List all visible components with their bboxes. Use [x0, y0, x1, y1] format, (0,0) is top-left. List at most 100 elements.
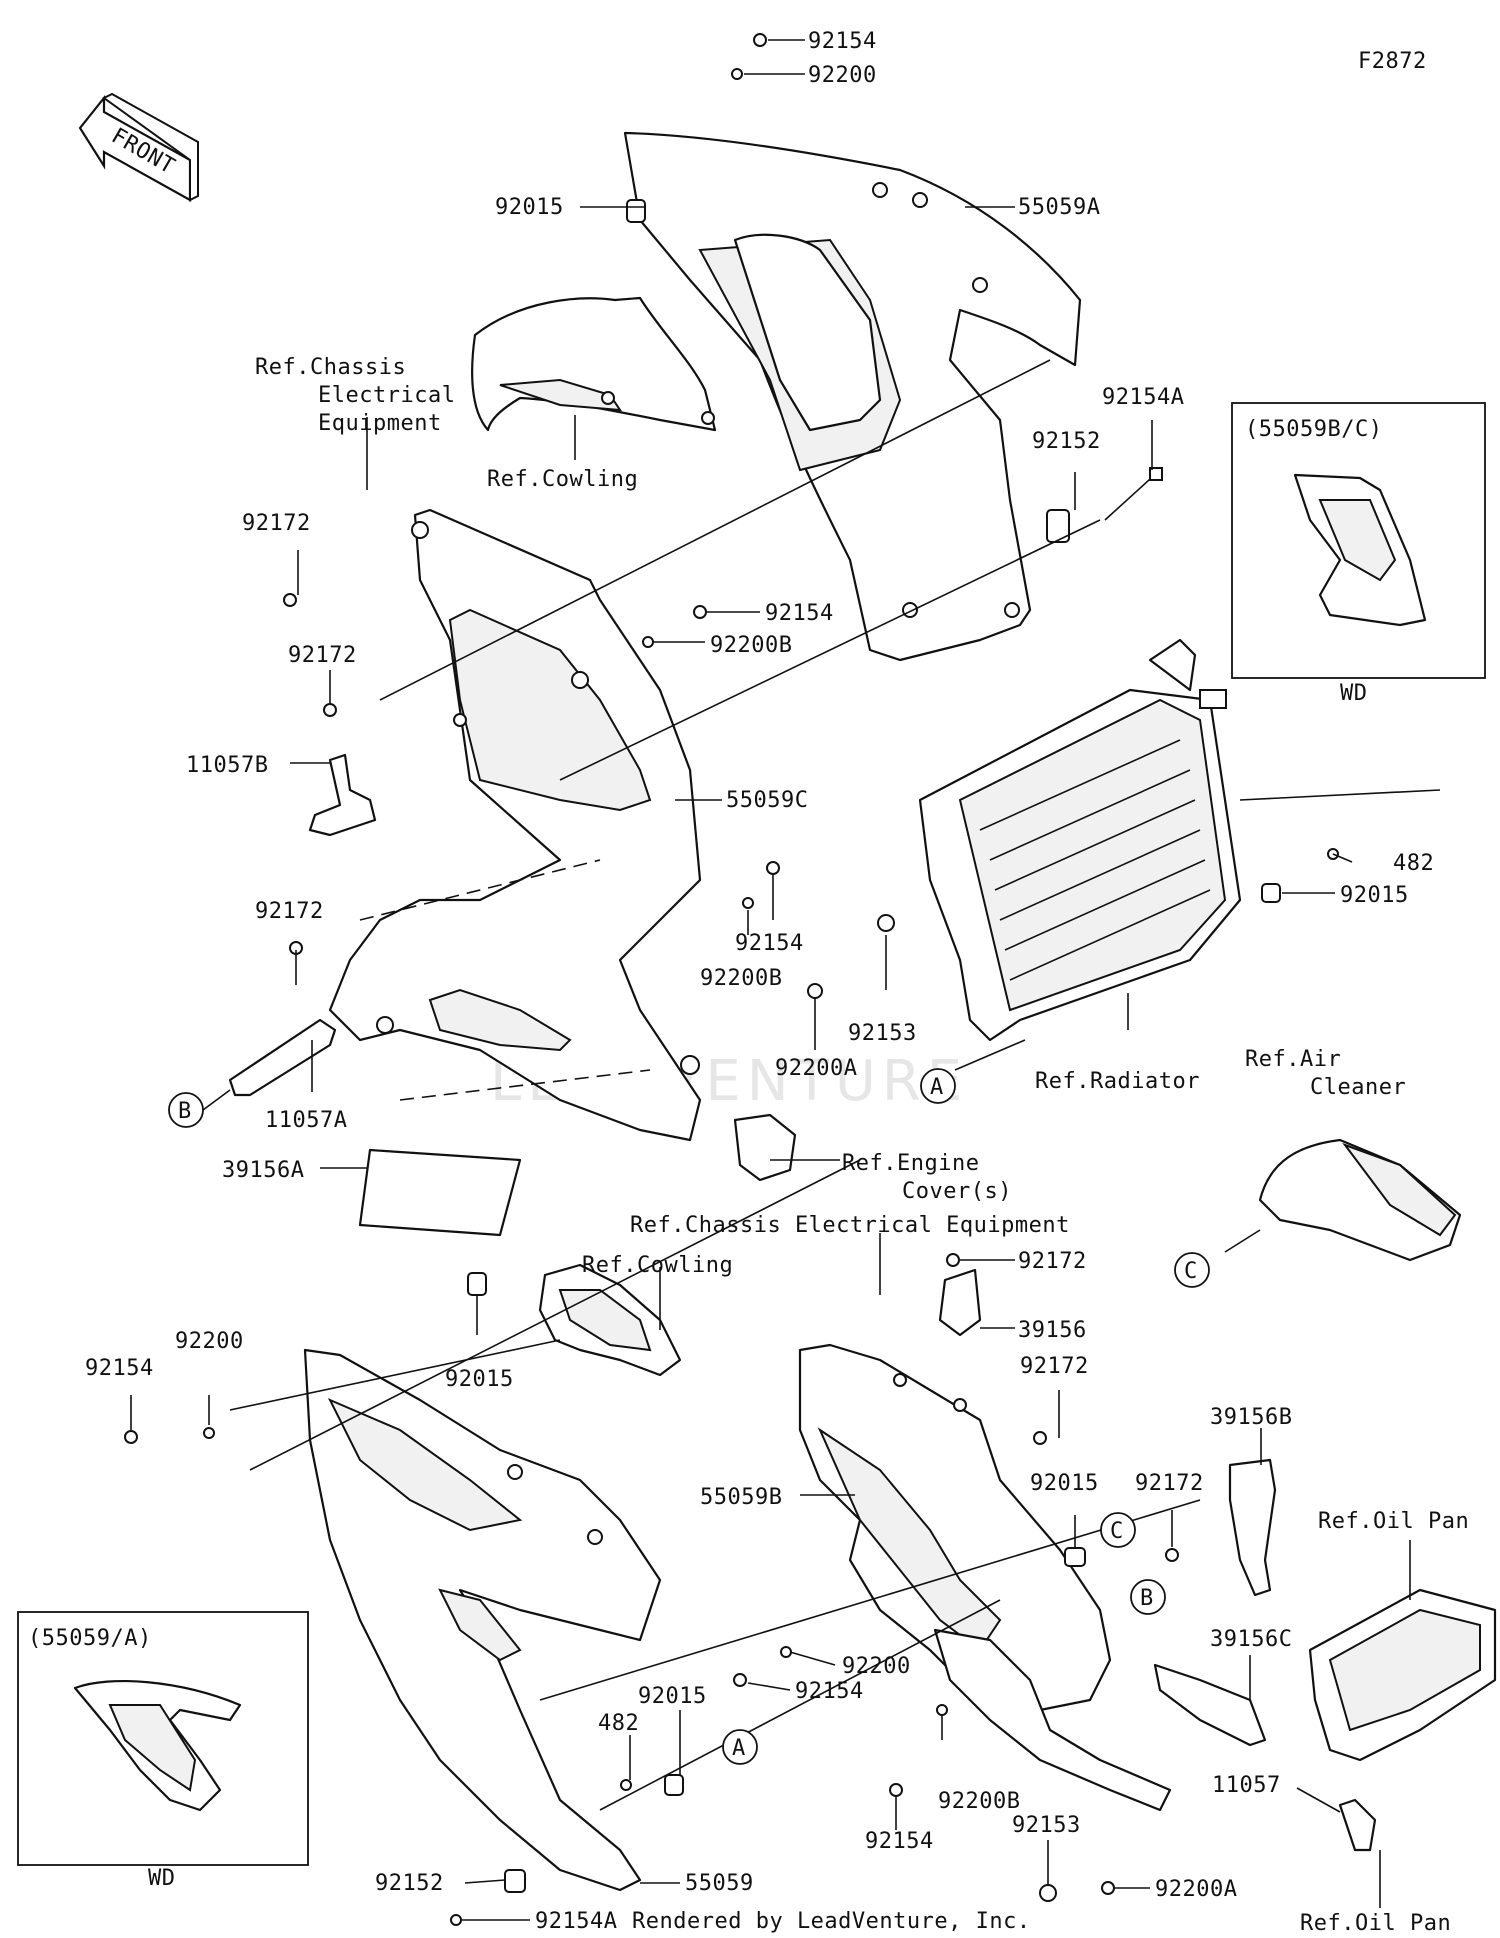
- label-92172-a: 92172: [242, 511, 311, 536]
- engine-cover-ref: [733, 1113, 797, 1182]
- label-ref-oil-pan-low: Ref.Oil Pan: [1300, 1911, 1451, 1936]
- inset-title-55059A: (55059/A): [28, 1626, 152, 1651]
- label-92200-low: 92200: [175, 1329, 244, 1354]
- label-11057A: 11057A: [265, 1108, 347, 1133]
- inset-box-55059BC: [1231, 402, 1486, 679]
- label-92015-low3: 92015: [638, 1684, 707, 1709]
- label-92154-low2: 92154: [795, 1679, 864, 1704]
- figure-code: F2872: [1358, 49, 1427, 74]
- label-ref-air-2: Cleaner: [1310, 1075, 1406, 1100]
- label-92154-mid: 92154: [765, 601, 834, 626]
- label-92200B-mid2: 92200B: [700, 966, 782, 991]
- label-11057: 11057: [1212, 1773, 1281, 1798]
- svg-text:B: B: [178, 1099, 192, 1124]
- lower-fairing-55059: [303, 1348, 662, 1892]
- label-92200A-mid: 92200A: [775, 1056, 857, 1081]
- label-482-top: 482: [1393, 851, 1434, 876]
- svg-text:B: B: [1140, 1586, 1154, 1611]
- radiator-ref: [918, 638, 1242, 1042]
- svg-text:C: C: [1184, 1259, 1198, 1284]
- label-ref-air-1: Ref.Air: [1245, 1047, 1341, 1072]
- label-ref-oil-pan-top: Ref.Oil Pan: [1318, 1509, 1469, 1534]
- label-92154-mid2: 92154: [735, 931, 804, 956]
- label-92200A-low: 92200A: [1155, 1877, 1237, 1902]
- inset-caption-55059BC: WD: [1340, 681, 1368, 706]
- svg-text:A: A: [732, 1736, 746, 1761]
- inset-title-55059BC: (55059B/C): [1245, 417, 1382, 442]
- label-92154A-top: 92154A: [1102, 385, 1184, 410]
- label-ref-cowling-top: Ref.Cowling: [487, 467, 638, 492]
- inset-part-55059BC: [1293, 473, 1427, 627]
- part-labels: 92154 92200 92015 55059A Ref.Chassis Ele…: [85, 29, 1469, 1936]
- label-39156: 39156: [1018, 1318, 1087, 1343]
- label-92200B-low: 92200B: [938, 1789, 1020, 1814]
- callout-C-2: C: [1100, 1512, 1136, 1548]
- callout-A-2: A: [722, 1729, 758, 1765]
- cushion-39156B: [1228, 1458, 1277, 1597]
- label-ref-chassis-3: Equipment: [318, 411, 442, 436]
- svg-text:C: C: [1110, 1519, 1124, 1544]
- label-92200-top: 92200: [808, 63, 877, 88]
- label-39156A: 39156A: [222, 1158, 304, 1183]
- label-92153-mid: 92153: [848, 1021, 917, 1046]
- oil-pan-ref: [1308, 1588, 1497, 1762]
- label-55059: 55059: [685, 1871, 754, 1896]
- label-92154A-low: 92154A: [535, 1909, 617, 1934]
- label-92015-low: 92015: [445, 1367, 514, 1392]
- label-ref-chassis-2: Electrical: [318, 383, 455, 408]
- label-92154-top: 92154: [808, 29, 877, 54]
- label-92154-low3: 92154: [865, 1829, 934, 1854]
- label-ref-chassis-full: Ref.Chassis Electrical Equipment: [630, 1213, 1070, 1238]
- svg-text:A: A: [930, 1075, 944, 1100]
- callout-B-1: B: [168, 1092, 204, 1128]
- label-ref-radiator: Ref.Radiator: [1035, 1069, 1200, 1094]
- label-ref-engine-2: Cover(s): [902, 1179, 1012, 1204]
- callout-B-2: B: [1130, 1579, 1166, 1615]
- cushion-39156A: [358, 1148, 522, 1237]
- label-92172-c: 92172: [255, 899, 324, 924]
- ref-cowling-upper: [471, 296, 717, 432]
- label-55059B: 55059B: [700, 1485, 782, 1510]
- label-92172-f: 92172: [1135, 1471, 1204, 1496]
- label-92015-mid: 92015: [1340, 883, 1409, 908]
- label-92172-b: 92172: [288, 643, 357, 668]
- footer-credit: Rendered by LeadVenture, Inc.: [632, 1909, 1031, 1934]
- label-92200B-mid: 92200B: [710, 633, 792, 658]
- cushion-39156: [938, 1268, 982, 1337]
- label-482-low: 482: [598, 1711, 639, 1736]
- lower-fairing-55059B: [798, 1343, 1172, 1812]
- label-92152-low: 92152: [375, 1871, 444, 1896]
- bracket-11057: [1338, 1798, 1377, 1852]
- callout-A-1: A: [920, 1068, 956, 1104]
- label-55059C: 55059C: [726, 788, 808, 813]
- label-ref-chassis-1: Ref.Chassis: [255, 355, 406, 380]
- label-92015-top: 92015: [495, 195, 564, 220]
- air-cleaner-ref: [1258, 1138, 1462, 1262]
- label-92172-d: 92172: [1018, 1249, 1087, 1274]
- middle-fairing-55059C: [328, 508, 702, 1142]
- leader-lines: [130, 39, 1441, 1921]
- label-ref-cowling-low: Ref.Cowling: [582, 1253, 733, 1278]
- inset-part-55059A: [73, 1679, 242, 1812]
- upper-fairing-55059A: [623, 131, 1082, 662]
- label-39156B: 39156B: [1210, 1405, 1292, 1430]
- label-92152-top: 92152: [1032, 429, 1101, 454]
- callout-C-1: C: [1174, 1252, 1210, 1288]
- inset-caption-55059A: WD: [148, 1866, 176, 1891]
- cushion-39156C: [1153, 1663, 1267, 1747]
- label-92172-e: 92172: [1020, 1354, 1089, 1379]
- front-arrow-icon: FRONT: [78, 92, 199, 202]
- label-39156C: 39156C: [1210, 1627, 1292, 1652]
- label-92153-low: 92153: [1012, 1813, 1081, 1838]
- label-92015-low2: 92015: [1030, 1471, 1099, 1496]
- bracket-11057B: [308, 753, 377, 837]
- label-92200-low2: 92200: [842, 1654, 911, 1679]
- inset-box-55059A: [17, 1611, 309, 1866]
- ref-cowling-lower: [538, 1263, 682, 1377]
- label-11057B: 11057B: [186, 753, 268, 778]
- bracket-11057A: [228, 1018, 337, 1097]
- label-ref-engine-1: Ref.Engine: [842, 1151, 979, 1176]
- label-55059A: 55059A: [1018, 195, 1100, 220]
- label-92154-low: 92154: [85, 1356, 154, 1381]
